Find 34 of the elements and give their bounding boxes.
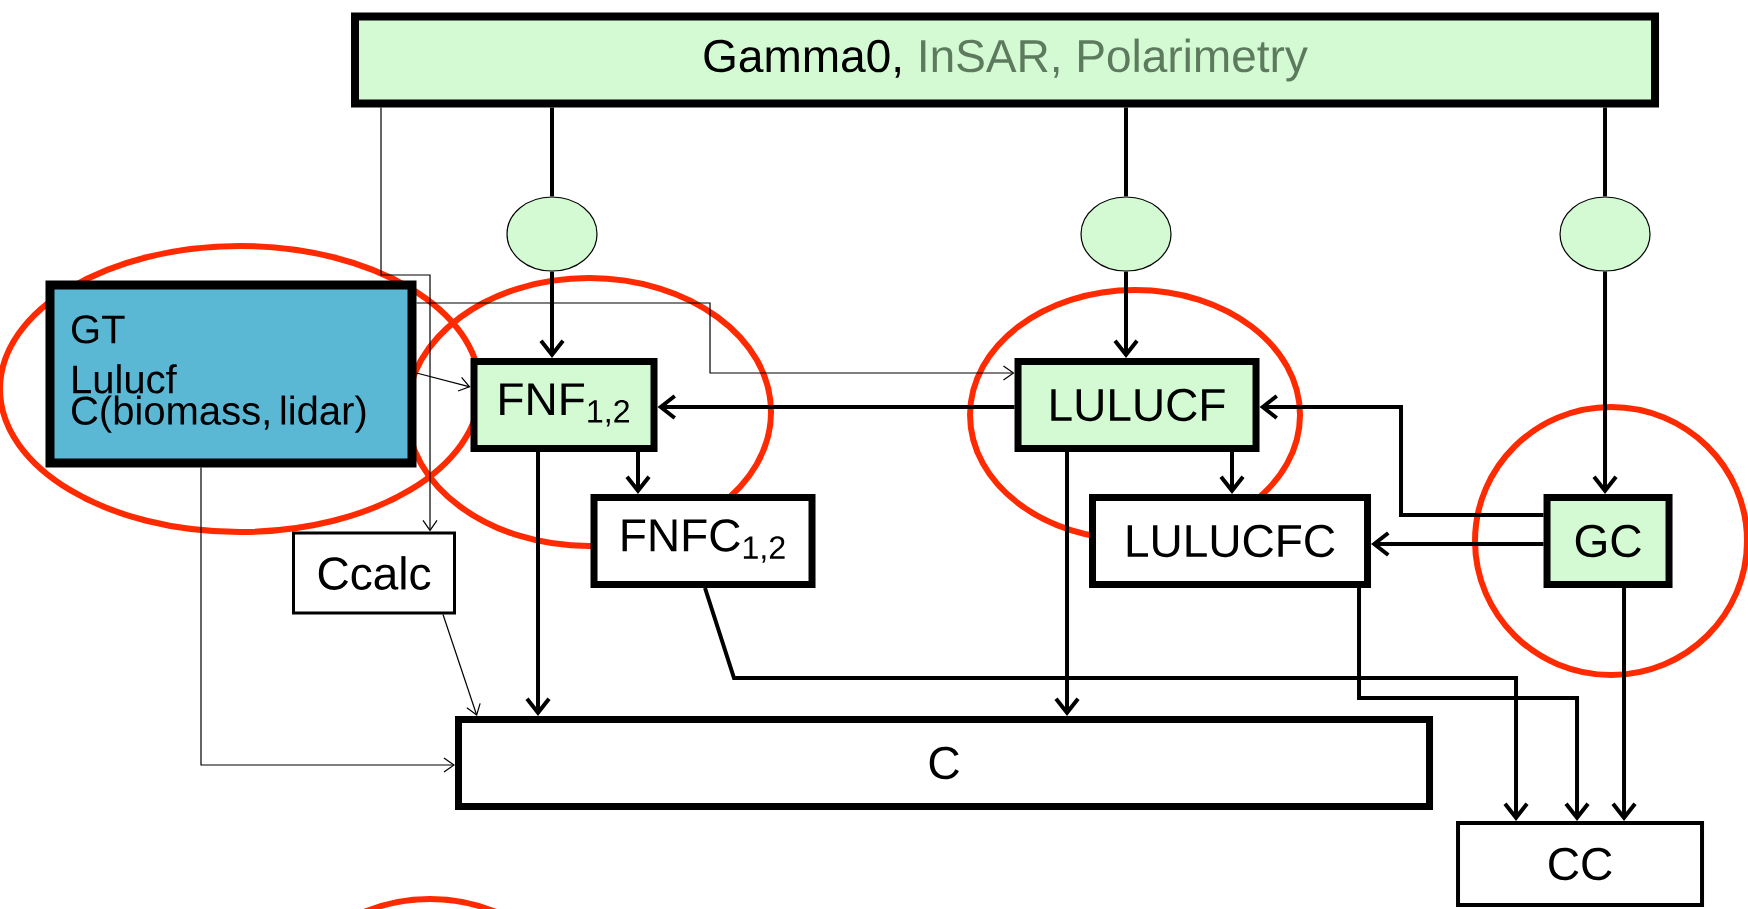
arrow bbox=[1113, 271, 1139, 358]
connector-line bbox=[1603, 107, 1608, 197]
arrow bbox=[625, 452, 651, 494]
arrow bbox=[703, 587, 1529, 821]
process-box: GC bbox=[1543, 494, 1673, 588]
process-box: FNFC$_{1,2}$ bbox=[590, 494, 816, 588]
arrow bbox=[1259, 394, 1544, 517]
input-box: GT Lulucf C(biomass, lidar) bbox=[45, 280, 417, 468]
process-box: C bbox=[455, 716, 1434, 810]
process-box: CC bbox=[1456, 821, 1705, 907]
arrow bbox=[1219, 452, 1245, 494]
arrow bbox=[380, 106, 438, 532]
arrow bbox=[525, 452, 551, 716]
arrow bbox=[539, 271, 565, 358]
process-box: Ccalc bbox=[292, 531, 456, 615]
arrow bbox=[442, 613, 481, 716]
ellipse bbox=[1559, 196, 1651, 272]
arrow bbox=[1357, 588, 1590, 821]
ellipse bbox=[506, 196, 598, 272]
process-box: LULUCFC bbox=[1089, 494, 1371, 588]
connector-line bbox=[1124, 107, 1128, 197]
arrow bbox=[1371, 531, 1544, 557]
arrow bbox=[1592, 271, 1618, 494]
process-box: FNF$_{1,2}$ bbox=[470, 358, 658, 452]
header-bar: Gamma0, InSAR, Polarimetry bbox=[351, 12, 1660, 108]
arrow bbox=[657, 394, 1015, 420]
process-box: LULUCF bbox=[1014, 358, 1260, 452]
ellipse bbox=[1080, 196, 1172, 272]
arrow bbox=[200, 466, 455, 773]
connector-line bbox=[550, 107, 554, 197]
arrow bbox=[415, 302, 1015, 381]
arrow bbox=[1054, 452, 1080, 716]
arrow bbox=[415, 372, 471, 392]
arrow bbox=[1611, 588, 1637, 821]
